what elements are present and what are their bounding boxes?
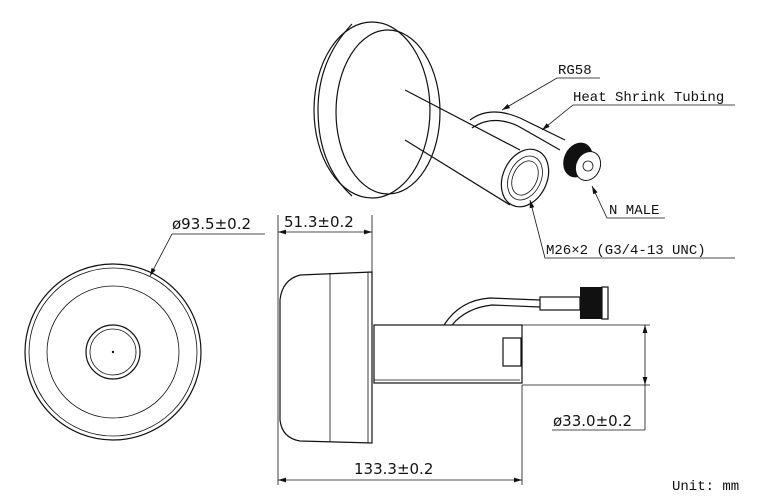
leaders: [501, 77, 735, 259]
dim-total-length: 133.3±0.2: [354, 460, 433, 478]
label-rg58: RG58: [558, 63, 592, 79]
label-heat-shrink: Heat Shrink Tubing: [573, 90, 724, 106]
unit-label: Unit: mm: [672, 479, 739, 495]
label-n-male: N MALE: [609, 203, 659, 219]
dim-outer-diameter: ø93.5±0.2: [172, 215, 251, 233]
front-view: [24, 233, 265, 441]
dim-tube-diameter: ø33.0±0.2: [553, 412, 632, 430]
label-thread: M26×2 (G3/4-13 UNC): [546, 243, 706, 259]
side-view: [277, 215, 650, 485]
isometric-view: [313, 21, 602, 208]
dim-dome-length: 51.3±0.2: [284, 213, 354, 231]
